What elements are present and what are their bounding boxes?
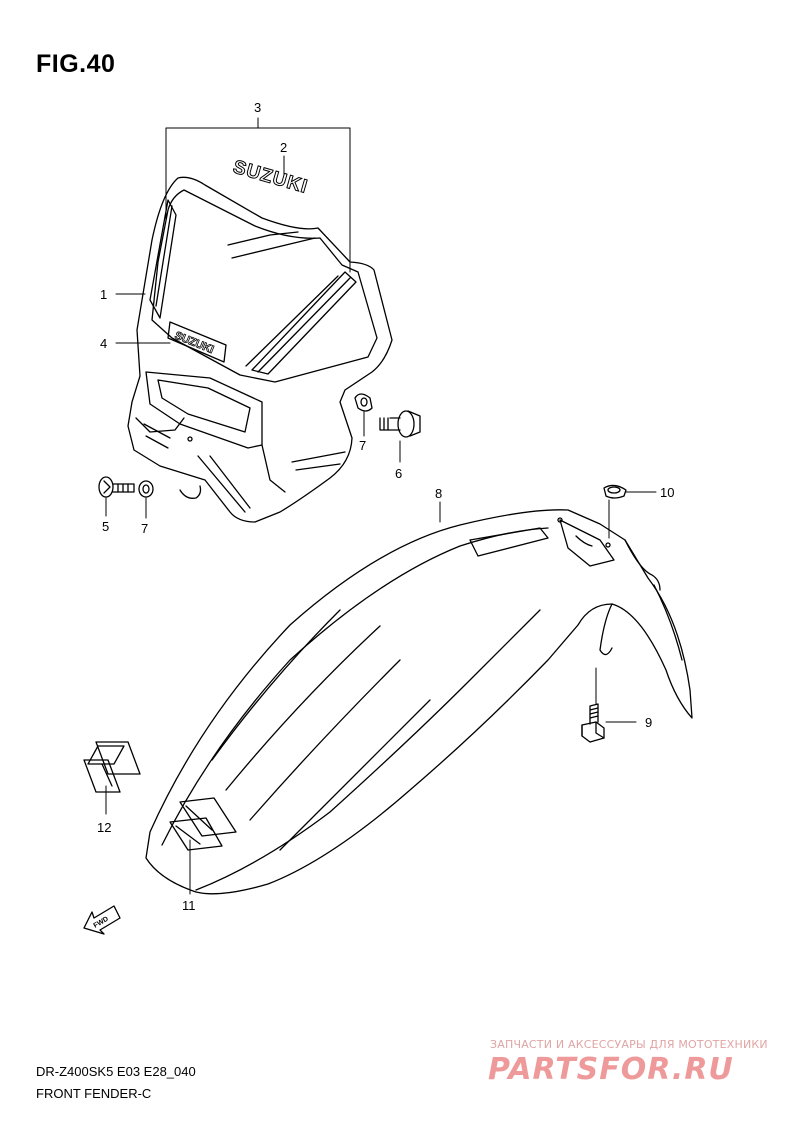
front-fender-part	[145, 509, 693, 895]
callout-10: 10	[660, 485, 674, 500]
fwd-arrow-icon	[83, 905, 121, 935]
grommet-part-7-upper	[354, 393, 373, 412]
bolt-part-9	[581, 703, 605, 743]
grommet-part-7-lower	[138, 480, 154, 498]
callout-1: 1	[100, 287, 107, 302]
visor-brand-decal: SUZUKI	[231, 157, 311, 198]
callout-6: 6	[395, 466, 402, 481]
screw-part-5	[98, 476, 135, 498]
callout-12: 12	[97, 820, 111, 835]
callout-8: 8	[435, 486, 442, 501]
watermark-tagline: ЗАПЧАСТИ И АКСЕССУАРЫ ДЛЯ МОТОТЕХНИКИ	[490, 1038, 768, 1051]
callout-7-upper: 7	[359, 438, 366, 453]
callout-4: 4	[100, 336, 107, 351]
clip-nut-part-10	[603, 484, 627, 499]
callout-9: 9	[645, 715, 652, 730]
headlight-brand-decal: SUZUKI	[173, 330, 215, 356]
callout-7-lower: 7	[141, 521, 148, 536]
callout-2: 2	[280, 140, 287, 155]
callout-11: 11	[182, 898, 196, 913]
section-name: FRONT FENDER-C	[36, 1086, 152, 1101]
watermark-logo[interactable]: PARTSFOR.RU	[488, 1052, 734, 1087]
emblem-decal-part-12	[83, 741, 141, 793]
headlight-cover-part	[127, 176, 393, 523]
callout-3: 3	[254, 100, 261, 115]
screw-part-6	[379, 410, 421, 438]
emblem-decal-part-11	[169, 797, 237, 851]
model-code: DR-Z400SK5 E03 E28_040	[36, 1064, 196, 1079]
figure-title: FIG.40	[36, 50, 116, 78]
leader-lines	[105, 117, 657, 895]
callout-5: 5	[102, 519, 109, 534]
